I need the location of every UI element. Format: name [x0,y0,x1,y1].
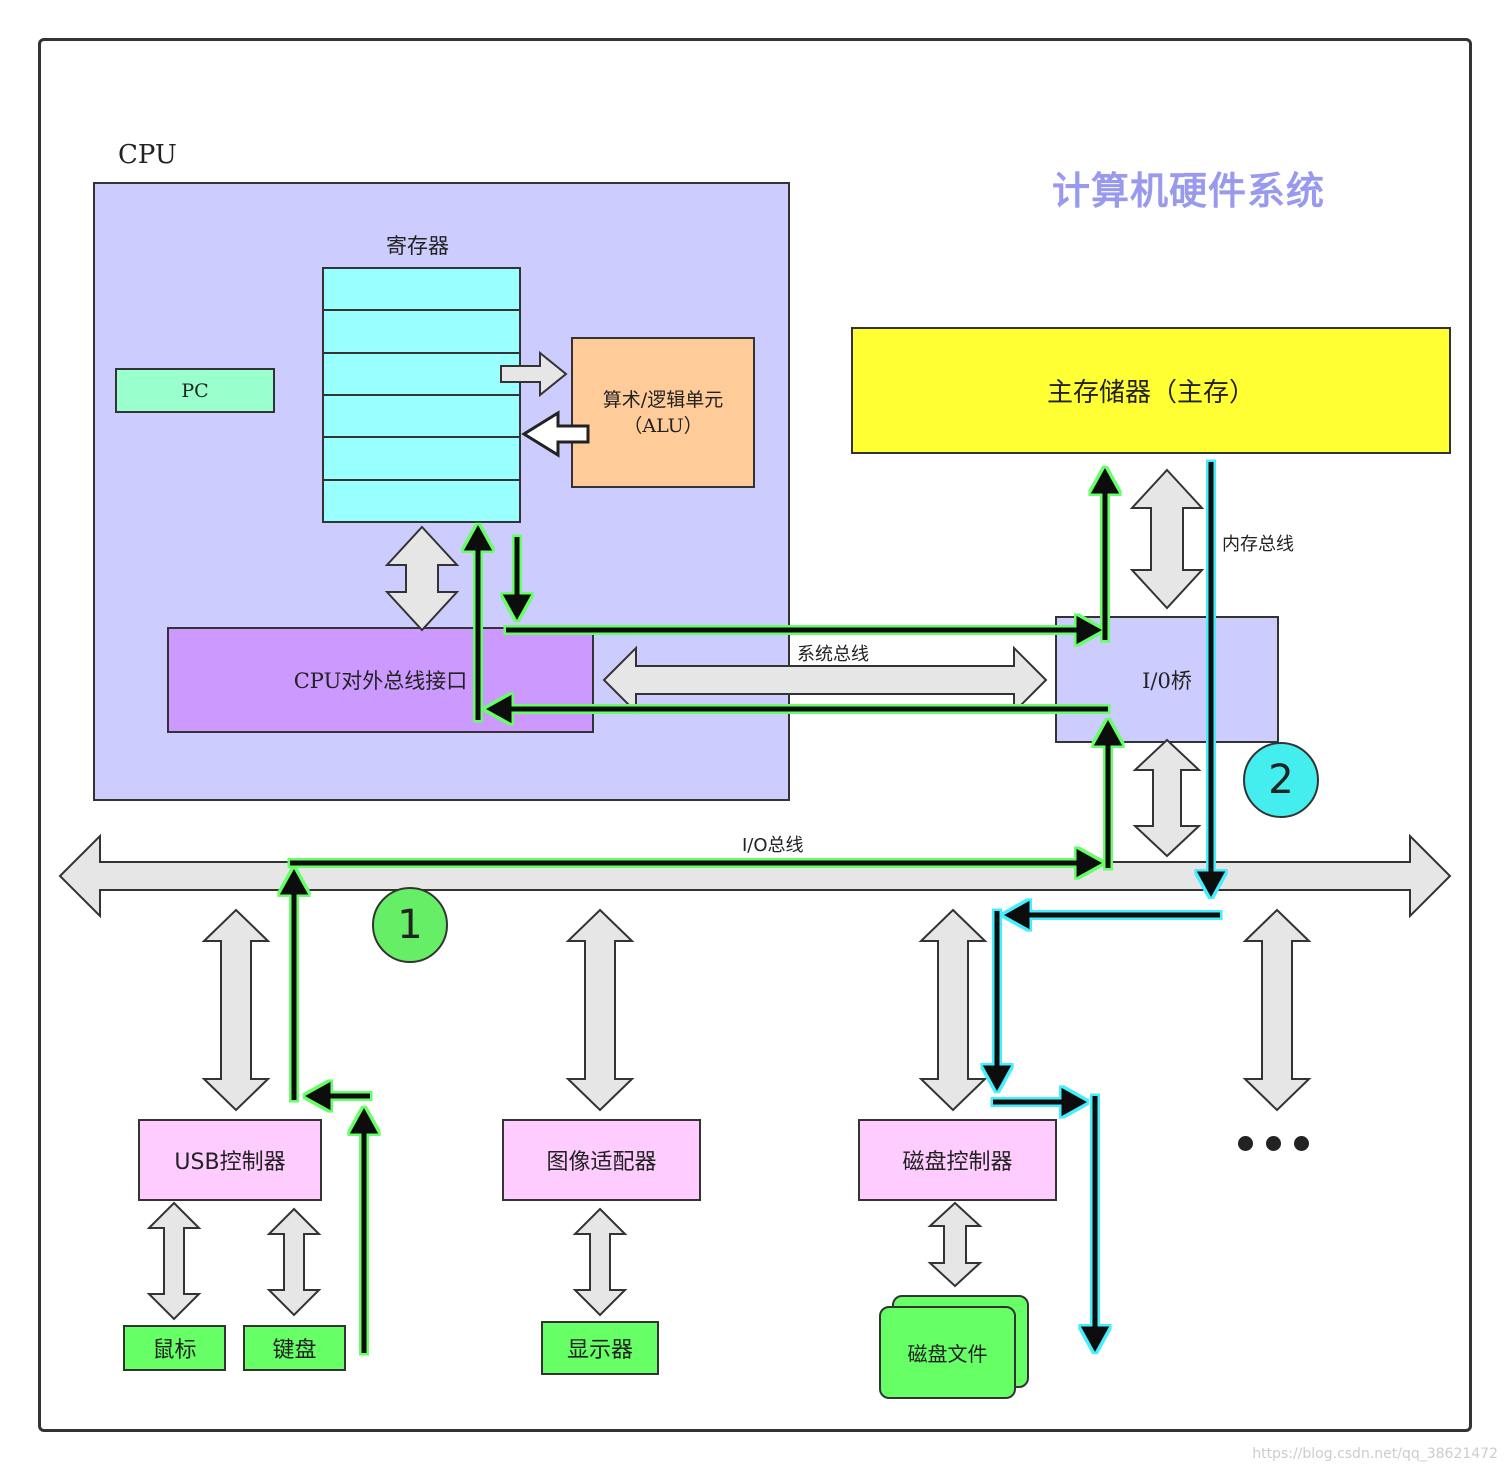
more-devices-ellipsis [1238,1136,1309,1151]
usb-controller: USB控制器 [138,1119,322,1201]
disk-file-label: 磁盘文件 [907,1342,988,1366]
mouse-label: 鼠标 [152,1338,197,1363]
registers-label: 寄存器 [386,234,449,258]
cpu-bus-interface: CPU对外总线接口 [167,627,594,733]
cpu-label: CPU [118,140,177,170]
path2-arrows [982,462,1226,1353]
main-memory-label: 主存储器（主存） [1046,378,1255,408]
watermark: https://blog.csdn.net/qq_38621472 [1252,1446,1498,1462]
io-bus-double-arrow [58,833,1452,919]
alu-unit: 算术/逻辑单元 （ALU） [571,337,755,488]
path1-marker-label: 1 [397,902,423,948]
register-row [324,311,519,354]
ellipsis-dot [1294,1136,1309,1151]
keyboard-usb-double-arrow [266,1207,322,1317]
alu-label-line1: 算术/逻辑单元 [602,388,724,411]
display-label: 显示器 [566,1338,633,1363]
memory-bus-double-arrow [1129,468,1205,610]
graphics-adapter-label: 图像适配器 [546,1150,657,1175]
keyboard-label: 键盘 [272,1338,317,1363]
disk-file-device: 磁盘文件 [879,1306,1016,1399]
graphics-bus-double-arrow [565,908,635,1112]
main-memory: 主存储器（主存） [851,327,1451,454]
display-device: 显示器 [541,1321,659,1375]
pc-register: PC [115,368,275,413]
register-row [324,438,519,481]
path2-marker-label: 2 [1268,757,1294,803]
disk-controller: 磁盘控制器 [858,1119,1057,1201]
memory-bus-label: 内存总线 [1222,534,1294,555]
path2-marker: 2 [1243,742,1319,818]
reg-interface-double-arrow [384,525,460,632]
alu-to-reg-arrow [521,410,590,458]
system-bus-double-arrow [602,645,1048,715]
disk-bus-double-arrow [918,908,988,1112]
path1-arrows [279,467,1123,1353]
bridge-io-double-arrow [1132,738,1202,858]
register-file [322,267,521,523]
keyboard-device: 键盘 [243,1325,346,1371]
usb-controller-label: USB控制器 [174,1150,286,1175]
ellipsis-dot [1266,1136,1281,1151]
display-graphics-double-arrow [572,1207,628,1317]
disk-controller-label: 磁盘控制器 [902,1150,1013,1175]
mouse-usb-double-arrow [146,1201,202,1321]
register-row [324,396,519,439]
alu-label-line2: （ALU） [623,414,703,437]
bus-interface-label: CPU对外总线接口 [293,669,468,693]
system-bus-label: 系统总线 [797,644,869,665]
diagram-frame [38,38,1472,1432]
mouse-device: 鼠标 [123,1325,226,1371]
reg-to-alu-arrow [500,350,568,398]
pc-label: PC [181,379,209,402]
ellipsis-dot [1238,1136,1253,1151]
other-bus-double-arrow [1242,908,1312,1112]
io-bus-label: I/O总线 [742,835,804,856]
io-bridge-label: I/0桥 [1142,668,1192,693]
diagram-title: 计算机硬件系统 [1052,169,1326,213]
io-bridge: I/0桥 [1055,616,1279,743]
graphics-adapter: 图像适配器 [502,1119,701,1201]
path1-marker: 1 [372,887,448,963]
register-row [324,354,519,396]
register-row [324,269,519,312]
diskfile-controller-double-arrow [927,1201,983,1288]
usb-bus-double-arrow [201,908,271,1112]
